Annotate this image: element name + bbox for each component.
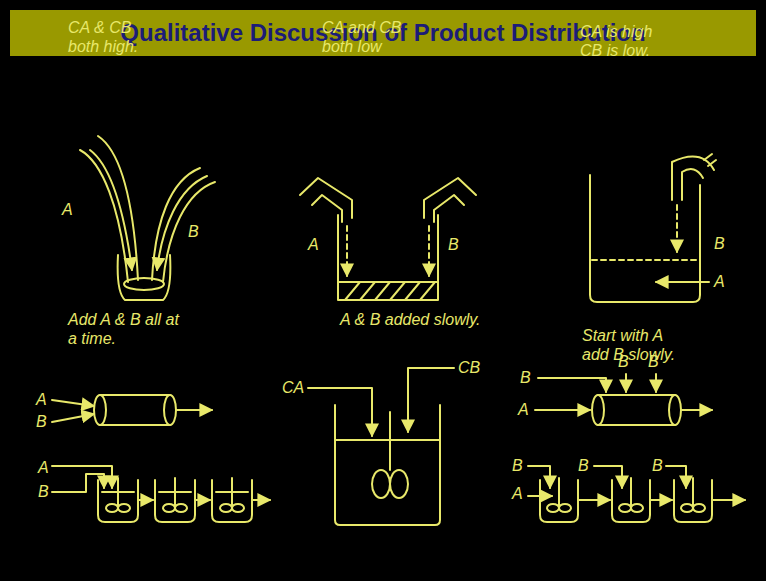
handwritten-label: B bbox=[448, 235, 459, 254]
handwritten-label: CA bbox=[282, 378, 304, 397]
handwritten-label: A bbox=[714, 272, 725, 291]
semi-batch-beaker-a-high bbox=[590, 154, 716, 302]
handwritten-label: A bbox=[512, 484, 523, 503]
handwritten-label: B bbox=[36, 412, 47, 431]
handwritten-label: B bbox=[520, 368, 531, 387]
handwritten-label: A bbox=[36, 390, 47, 409]
handwritten-label: CA is high CB is low. bbox=[580, 22, 668, 60]
handwritten-label: B bbox=[648, 352, 659, 371]
handwritten-label: A bbox=[38, 458, 49, 477]
handwritten-label: B bbox=[618, 352, 629, 371]
tubular-reactor-side-feed bbox=[535, 374, 712, 425]
batch-beaker-both-high bbox=[80, 136, 215, 300]
handwritten-label: A bbox=[518, 400, 529, 419]
handwritten-label: CA and CB both low bbox=[322, 18, 422, 56]
stirred-tank bbox=[308, 368, 454, 525]
handwritten-label: B bbox=[714, 234, 725, 253]
handwritten-label: B bbox=[512, 456, 523, 475]
handwritten-label: A bbox=[308, 235, 319, 254]
semi-batch-beaker-both-low bbox=[300, 178, 476, 300]
handwritten-label: A & B added slowly. bbox=[340, 310, 481, 329]
handwritten-label: CB bbox=[458, 358, 480, 377]
handwritten-label: B bbox=[578, 456, 589, 475]
handwritten-label: B bbox=[188, 222, 199, 241]
handwritten-label: CA & CB both high. bbox=[68, 18, 153, 56]
tubular-reactor bbox=[52, 395, 212, 425]
handwritten-label: A bbox=[62, 200, 73, 219]
handwritten-label: Add A & B all at a time. bbox=[68, 310, 180, 348]
handwritten-label: B bbox=[652, 456, 663, 475]
cstr-cascade bbox=[52, 466, 270, 522]
handwritten-label: B bbox=[38, 482, 49, 501]
handwritten-label: Start with A add B slowly. bbox=[582, 326, 690, 364]
cstr-cascade-side-feed bbox=[528, 466, 745, 522]
